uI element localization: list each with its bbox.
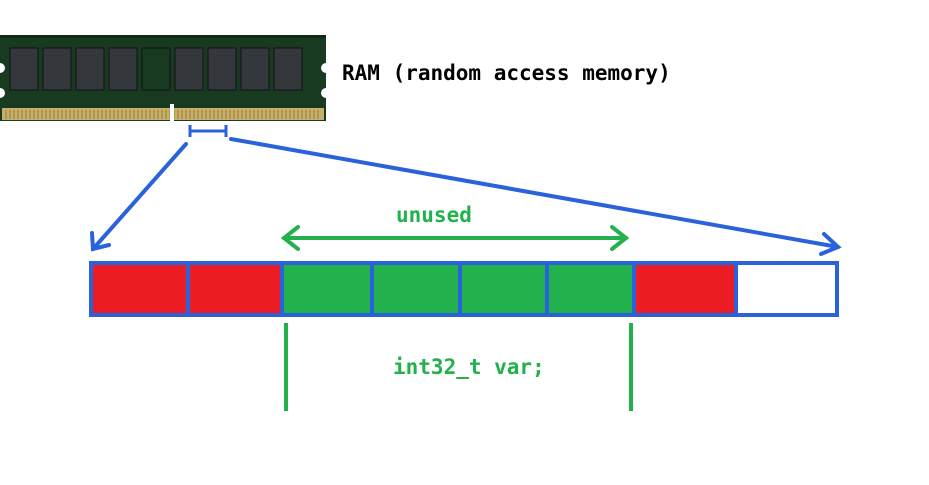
ram-chip (141, 47, 171, 91)
ram-chip (75, 47, 105, 91)
variable-declaration-label: int32_t var; (393, 355, 545, 379)
zoom-bracket (188, 125, 228, 137)
memory-row-outline (89, 261, 839, 317)
ram-chip (108, 47, 138, 91)
memory-cell-used (632, 261, 738, 317)
ram-chip (9, 47, 39, 91)
ram-chip (207, 47, 237, 91)
ram-chip (273, 47, 303, 91)
memory-cell-used (89, 261, 190, 317)
memory-cell-variable (545, 261, 636, 317)
unused-label: unused (396, 203, 472, 227)
memory-cell-used (186, 261, 284, 317)
zoom-arrow-left (90, 142, 188, 252)
memory-cell-variable (280, 261, 374, 317)
memory-row (89, 261, 839, 317)
memory-cell-variable (458, 261, 549, 317)
ram-stick-icon (0, 35, 331, 121)
ram-chip (174, 47, 204, 91)
ram-chip (42, 47, 72, 91)
unused-span-arrow (280, 225, 630, 251)
memory-cell-variable (370, 261, 462, 317)
zoom-arrow-right (229, 137, 842, 256)
memory-cell-free (734, 261, 839, 317)
ram-label: RAM (random access memory) (342, 61, 671, 85)
ram-chip (240, 47, 270, 91)
